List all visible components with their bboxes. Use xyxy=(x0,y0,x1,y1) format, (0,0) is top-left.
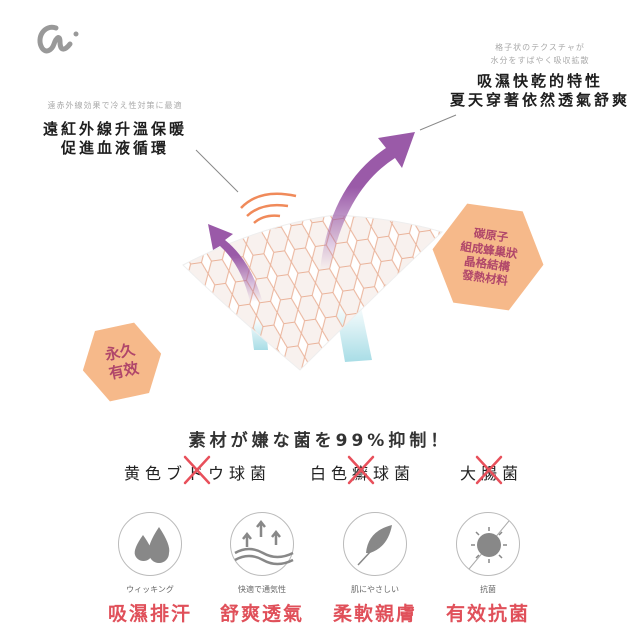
right-line-2: 夏天穿著依然透氣舒爽 xyxy=(449,91,630,109)
feature-breathable: 快適で通気性 舒爽透氣 xyxy=(207,512,317,626)
water-drops-icon xyxy=(118,512,182,576)
heat-waves-icon xyxy=(240,192,297,224)
bacteria-staphylococcus: 黄色ブドウ球菌 xyxy=(124,455,271,485)
right-pointer-line xyxy=(419,114,457,131)
left-pointer-line xyxy=(195,149,239,193)
left-line-2: 促進血液循環 xyxy=(60,139,169,157)
feature-jp-label: 快適で通気性 xyxy=(238,585,286,594)
breathable-waves-icon xyxy=(230,512,294,576)
brand-logo xyxy=(34,20,84,64)
feature-label: 吸濕排汗 xyxy=(107,603,192,625)
cross-mark-icon xyxy=(347,455,375,485)
right-callout: 格子状のテクスチャが 水分をすばやく吸収拡散 吸濕快乾的特性 夏天穿著依然透氣舒… xyxy=(440,42,640,110)
feature-label: 舒爽透氣 xyxy=(219,603,304,625)
fabric-sheet xyxy=(182,214,443,371)
feature-soft: 肌にやさしい 柔軟親膚 xyxy=(320,512,430,626)
right-line-1: 吸濕快乾的特性 xyxy=(476,72,603,90)
bacteria-label: 大腸菌 xyxy=(460,464,523,483)
bacteria-ecoli: 大腸菌 xyxy=(460,455,523,485)
feather-icon xyxy=(343,512,407,576)
right-jp-line-2: 水分をすばやく吸収拡散 xyxy=(490,56,590,65)
left-arrow xyxy=(208,224,262,302)
feature-jp-label: 肌にやさしい xyxy=(351,585,399,594)
hex-badge-permanent: 永久 有效 xyxy=(75,317,169,406)
headline: 素材が嫌な菌を99%抑制！ xyxy=(188,431,452,451)
left-jp-line: 遠赤外線効果で冷え性対策に最適 xyxy=(47,101,183,110)
cross-mark-icon xyxy=(475,455,503,485)
feature-jp-label: 抗菌 xyxy=(480,585,496,594)
bacteria-label: 白色癬球菌 xyxy=(310,464,416,483)
bacteria-white: 白色癬球菌 xyxy=(310,455,416,485)
right-arrow xyxy=(320,132,415,270)
fabric-illustration xyxy=(182,114,457,371)
feature-jp-label: ウィッキング xyxy=(126,585,174,594)
right-jp-line-1: 格子状のテクスチャが xyxy=(495,43,585,52)
left-callout: 遠赤外線効果で冷え性対策に最適 遠紅外線升溫保暖 促進血液循環 xyxy=(10,100,220,158)
hex-badge-carbon: 碳原子 組成蜂巢狀 晶格結構 發熱材料 xyxy=(425,198,550,317)
feature-label: 柔軟親膚 xyxy=(332,603,417,625)
antibacterial-icon xyxy=(456,512,520,576)
cross-mark-icon xyxy=(183,455,211,485)
feature-antibacterial: 抗菌 有效抗菌 xyxy=(433,512,543,626)
feature-wicking: ウィッキング 吸濕排汗 xyxy=(95,512,205,626)
left-line-1: 遠紅外線升溫保暖 xyxy=(42,120,187,138)
feature-label: 有效抗菌 xyxy=(445,603,530,625)
